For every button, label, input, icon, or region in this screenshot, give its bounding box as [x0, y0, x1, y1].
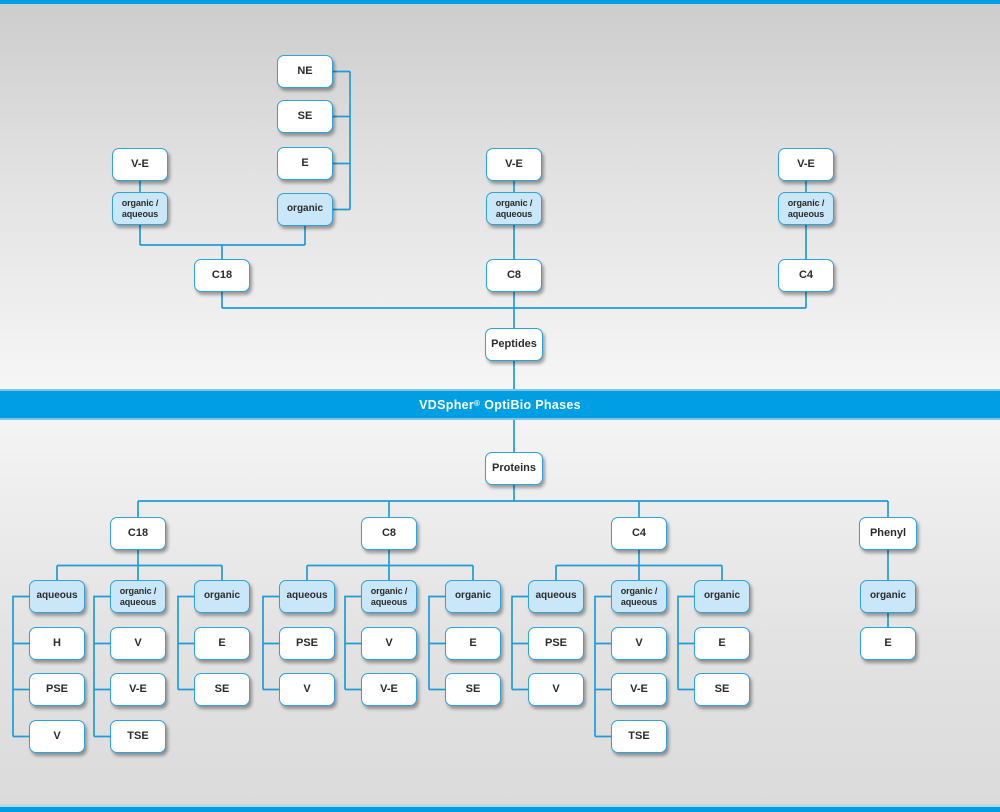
- node-phase-c8-proteins: C8: [361, 517, 417, 550]
- leaf-c4-orgaq-v: V: [611, 627, 667, 660]
- leaf-c18-aqueous-h: H: [29, 627, 85, 660]
- node-mode-organic-c8: organic: [445, 580, 501, 613]
- node-mode-aqueous-c18: aqueous: [29, 580, 85, 613]
- node-mode-aqueous-c8: aqueous: [279, 580, 335, 613]
- leaf-c18-aqueous-pse: PSE: [29, 673, 85, 706]
- proteins-connectors: [56, 420, 889, 627]
- node-phase-c4-peptides: C4: [778, 259, 834, 292]
- leaf-c8-organic-se: SE: [445, 673, 501, 706]
- leaf-c4-orgaq-tse: TSE: [611, 720, 667, 753]
- node-mode-organic-c18: organic: [194, 580, 250, 613]
- leaf-c8-aqueous-pse: PSE: [279, 627, 335, 660]
- bottom-accent-bar: [0, 807, 1000, 812]
- node-variant-ve-c4-peptides: V-E: [778, 148, 834, 181]
- leaf-c4-orgaq-ve: V-E: [611, 673, 667, 706]
- leaf-c8-aqueous-v: V: [279, 673, 335, 706]
- node-mode-organic-aqueous-c8-peptides: organic /aqueous: [486, 192, 542, 225]
- node-phase-c18-peptides: C18: [194, 259, 250, 292]
- node-elution-organic: organic: [277, 193, 333, 226]
- leaf-rails: [12, 595, 694, 738]
- leaf-c4-aqueous-v: V: [528, 673, 584, 706]
- leaf-c8-orgaq-ve: V-E: [361, 673, 417, 706]
- node-mode-organic-aqueous-c4: organic /aqueous: [611, 580, 667, 613]
- leaf-c4-aqueous-pse: PSE: [528, 627, 584, 660]
- leaf-phenyl-organic-e: E: [860, 627, 916, 660]
- node-mode-aqueous-c4: aqueous: [528, 580, 584, 613]
- node-elution-ne: NE: [277, 55, 333, 88]
- node-peptides-root: Peptides: [485, 328, 543, 361]
- bottom-accent-underline: [0, 804, 1000, 807]
- top-accent-bar: [0, 0, 1000, 4]
- node-variant-ve-c18-peptides: V-E: [112, 148, 168, 181]
- node-mode-organic-aqueous-c4-peptides: organic /aqueous: [778, 192, 834, 225]
- node-variant-ve-c8-peptides: V-E: [486, 148, 542, 181]
- leaf-c8-orgaq-v: V: [361, 627, 417, 660]
- leaf-c18-organic-se: SE: [194, 673, 250, 706]
- banner-optibio-phases: VDSpher®OptiBio Phases: [0, 389, 1000, 420]
- leaf-c8-organic-e: E: [445, 627, 501, 660]
- node-elution-se: SE: [277, 100, 333, 133]
- leaf-c4-organic-e: E: [694, 627, 750, 660]
- node-phase-c4-proteins: C4: [611, 517, 667, 550]
- leaf-c18-orgaq-ve: V-E: [110, 673, 166, 706]
- node-phase-phenyl-proteins: Phenyl: [859, 517, 917, 550]
- node-elution-e: E: [277, 147, 333, 180]
- leaf-c4-organic-se: SE: [694, 673, 750, 706]
- leaf-c18-orgaq-v: V: [110, 627, 166, 660]
- banner-brand: VDSpher: [419, 397, 475, 412]
- node-mode-organic-aqueous-c18-peptides: organic /aqueous: [112, 192, 168, 225]
- node-mode-organic-aqueous-c8: organic /aqueous: [361, 580, 417, 613]
- leaf-c18-orgaq-tse: TSE: [110, 720, 166, 753]
- node-mode-organic-aqueous-c18: organic /aqueous: [110, 580, 166, 613]
- banner-suffix: OptiBio Phases: [484, 397, 581, 412]
- node-mode-organic-phenyl: organic: [860, 580, 916, 613]
- node-proteins-root: Proteins: [485, 452, 543, 485]
- peptides-connectors: [139, 70, 807, 389]
- leaf-c18-organic-e: E: [194, 627, 250, 660]
- node-phase-c18-proteins: C18: [110, 517, 166, 550]
- node-mode-organic-c4: organic: [694, 580, 750, 613]
- node-phase-c8-peptides: C8: [486, 259, 542, 292]
- leaf-c18-aqueous-v: V: [29, 720, 85, 753]
